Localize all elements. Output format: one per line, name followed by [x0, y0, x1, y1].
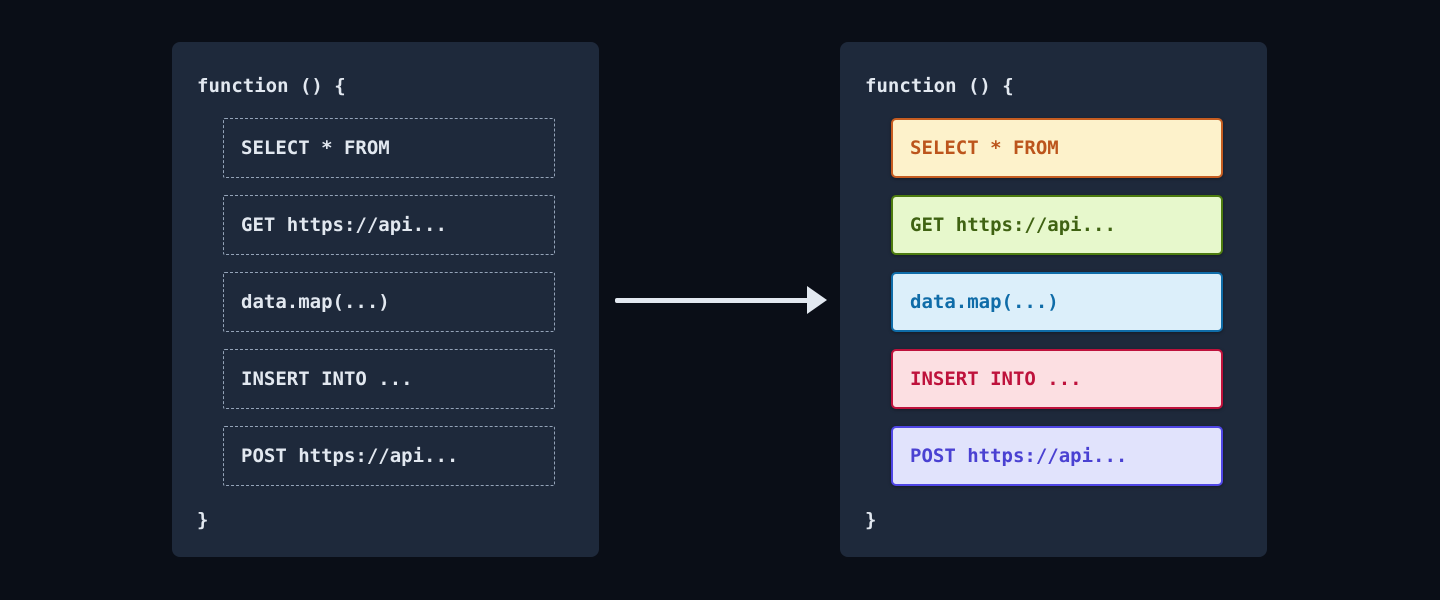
code-block-get-plain: GET https://api...	[223, 195, 555, 255]
code-block-label: data.map(...)	[910, 291, 1059, 313]
code-block-label: SELECT * FROM	[910, 137, 1059, 159]
code-block-label: POST https://api...	[910, 445, 1128, 467]
arrow-line	[615, 298, 809, 303]
code-block-select-highlighted: SELECT * FROM	[891, 118, 1223, 178]
function-open-line: function () {	[197, 75, 346, 97]
function-open-line: function () {	[865, 75, 1014, 97]
transform-arrow-icon	[615, 286, 827, 314]
code-block-label: data.map(...)	[241, 291, 390, 313]
code-block-get-highlighted: GET https://api...	[891, 195, 1223, 255]
left-code-panel: function () { SELECT * FROM GET https://…	[172, 42, 599, 557]
function-close-line: }	[865, 509, 877, 531]
code-block-label: GET https://api...	[241, 214, 447, 236]
code-block-insert-plain: INSERT INTO ...	[223, 349, 555, 409]
right-code-panel: function () { SELECT * FROM GET https://…	[840, 42, 1267, 557]
code-block-select-plain: SELECT * FROM	[223, 118, 555, 178]
arrow-head	[807, 286, 827, 314]
code-block-label: SELECT * FROM	[241, 137, 390, 159]
function-close-line: }	[197, 509, 209, 531]
code-block-post-plain: POST https://api...	[223, 426, 555, 486]
code-block-map-plain: data.map(...)	[223, 272, 555, 332]
code-block-label: INSERT INTO ...	[910, 368, 1082, 390]
code-block-map-highlighted: data.map(...)	[891, 272, 1223, 332]
code-block-insert-highlighted: INSERT INTO ...	[891, 349, 1223, 409]
code-block-label: GET https://api...	[910, 214, 1116, 236]
code-block-post-highlighted: POST https://api...	[891, 426, 1223, 486]
code-block-label: INSERT INTO ...	[241, 368, 413, 390]
code-block-label: POST https://api...	[241, 445, 459, 467]
